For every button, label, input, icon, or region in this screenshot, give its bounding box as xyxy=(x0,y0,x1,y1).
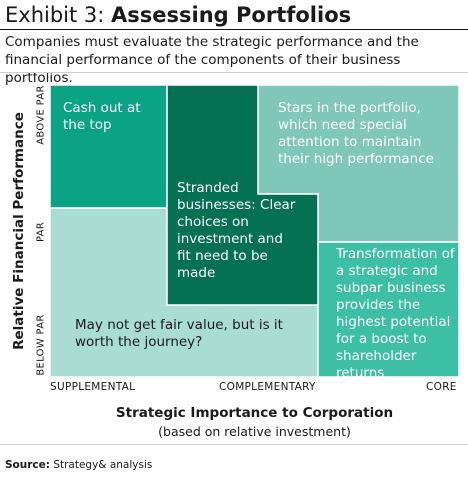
x-tick-core: CORE xyxy=(426,381,457,393)
exhibit-label: Exhibit 3: xyxy=(5,3,112,27)
x-axis-subtitle: (based on relative investment) xyxy=(158,424,351,439)
stars-label: Stars in the portfolio, which need speci… xyxy=(278,100,434,167)
top-divider xyxy=(0,72,468,73)
transformation-label: Transformation of a strategic and subpar… xyxy=(336,246,455,377)
exhibit-subtitle: Companies must evaluate the strategic pe… xyxy=(5,34,419,86)
source-text: Strategy& analysis xyxy=(49,459,153,471)
x-tick-supplemental: SUPPLEMENTAL xyxy=(50,381,136,393)
source-note: Source: Strategy& analysis xyxy=(5,459,152,471)
exhibit-title: Exhibit 3: Assessing Portfolios xyxy=(5,2,351,28)
fair-value-label: May not get fair value, but is it worth … xyxy=(75,317,283,350)
region-stranded xyxy=(50,85,459,377)
stranded-label: Stranded businesses: Clear choices on in… xyxy=(177,180,296,281)
exhibit-title-text: Assessing Portfolios xyxy=(111,3,352,27)
stranded-shape xyxy=(166,85,319,306)
cash-out-label: Cash out at the top xyxy=(63,100,141,133)
title-divider xyxy=(0,29,468,30)
region-transformation xyxy=(50,85,459,377)
transformation-shape xyxy=(317,241,459,377)
source-label: Source: xyxy=(5,459,50,471)
portfolio-matrix: Cash out at the top Stars in the portfol… xyxy=(50,85,459,377)
x-tick-complementary: COMPLEMENTARY xyxy=(219,381,316,393)
bottom-divider xyxy=(0,444,468,445)
x-axis-title: Strategic Importance to Corporation xyxy=(115,405,394,421)
cash-out-shape xyxy=(50,85,168,209)
region-cash-out xyxy=(50,85,459,377)
